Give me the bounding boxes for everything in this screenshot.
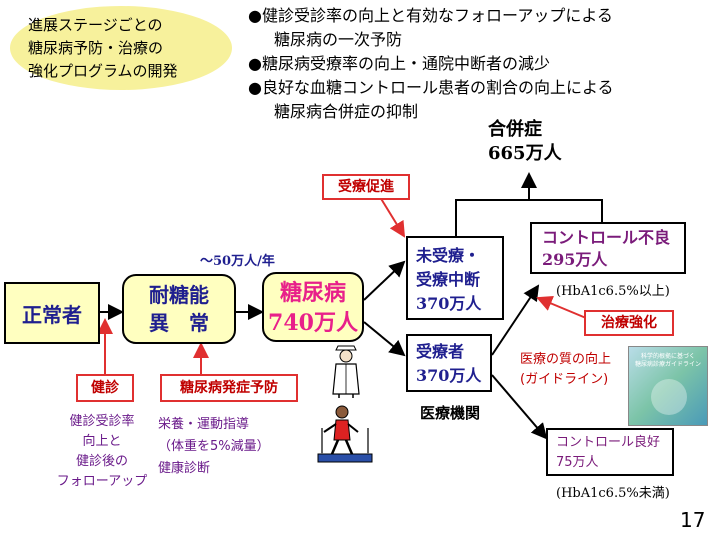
untreated-line: 受療中断 <box>416 270 481 289</box>
bullet-line: 糖尿病の一次予防 <box>274 30 403 49</box>
label-promote: 受療促進 <box>322 174 410 200</box>
book-cover-emblem <box>651 379 687 415</box>
stage-normal: 正常者 <box>4 282 100 344</box>
checkup-desc-line: 向上と <box>82 434 122 449</box>
book-title-line: 糖尿病診療ガイドライン <box>634 361 701 368</box>
title-ellipse <box>10 6 232 90</box>
good-control-note: (HbA1c6.5%未満) <box>556 486 670 501</box>
label-strengthen: 治療強化 <box>584 310 674 336</box>
bullet-line: ●良好な血糖コントロール患者の割合の向上による <box>248 78 614 97</box>
complication-label: 合併症 665万人 <box>488 118 562 166</box>
good-control-box: コントロール良好 75万人 <box>546 428 674 476</box>
stage-igt: 耐糖能 異 常 <box>122 274 236 344</box>
poor-control-count: 295万人 <box>542 250 608 269</box>
untreated-count: 370万人 <box>416 294 482 313</box>
good-control-count: 75万人 <box>556 455 599 470</box>
onset-rate: ～50万人/年 <box>200 254 275 269</box>
red-arrow-promote <box>379 196 406 238</box>
checkup-desc: 健診受診率 向上と 健診後の フォローアップ <box>44 412 160 492</box>
prevention-desc: 栄養・運動指導 （体重を5%減量） 健康診断 <box>158 414 270 480</box>
title-line: 強化プログラムの開発 <box>28 62 178 80</box>
title-text: 進展ステージごとの 糖尿病予防・治療の 強化プログラムの開発 <box>28 14 228 83</box>
bullet-line: ●健診受診率の向上と有効なフォローアップによる <box>248 6 613 25</box>
stage-normal-label: 正常者 <box>22 302 82 327</box>
stage-igt-line: 異 常 <box>149 311 209 335</box>
stage-igt-line: 耐糖能 <box>149 283 209 307</box>
stage-diabetes-count: 740万人 <box>268 310 358 336</box>
complication-count: 665万人 <box>488 143 562 164</box>
prevention-desc-line: 健康診断 <box>158 461 211 476</box>
complication-name: 合併症 <box>488 119 542 140</box>
quality-line: (ガイドライン) <box>520 372 609 387</box>
checkup-desc-line: 健診後の <box>75 454 128 469</box>
bullet-line: 糖尿病合併症の抑制 <box>274 102 419 121</box>
label-checkup: 健診 <box>76 374 134 402</box>
checkup-desc-line: フォローアップ <box>56 474 148 489</box>
book-title-line: 科学的根拠に基づく <box>640 353 695 360</box>
untreated-line: 未受療・ <box>416 246 481 265</box>
bullet-line: ●糖尿病受療率の向上・通院中断者の減少 <box>248 54 550 73</box>
page-number: 17 <box>680 508 706 532</box>
quality-line: 医療の質の向上 <box>520 352 612 367</box>
untreated-box: 未受療・ 受療中断 370万人 <box>406 236 504 320</box>
guideline-book-image: 科学的根拠に基づく 糖尿病診療ガイドライン <box>628 346 708 426</box>
title-line: 進展ステージごとの <box>28 16 163 34</box>
poor-control-label: コントロール不良 <box>542 228 671 247</box>
treated-box: 受療者 370万人 <box>406 334 492 392</box>
prevention-desc-line: 栄養・運動指導 <box>158 417 250 432</box>
stage-diabetes: 糖尿病 740万人 <box>262 272 364 342</box>
poor-control-note: (HbA1c6.5%以上) <box>556 284 670 299</box>
treated-count: 370万人 <box>416 366 482 385</box>
poor-control-box: コントロール不良 295万人 <box>530 222 686 274</box>
checkup-desc-line: 健診受診率 <box>69 414 135 429</box>
treated-label: 受療者 <box>416 342 465 361</box>
nurse-illustration <box>332 345 360 398</box>
arrow-treated-to-poor <box>491 284 540 356</box>
arrow-diabetes-to-untreated <box>363 260 406 301</box>
objective-bullets: ●健診受診率の向上と有効なフォローアップによる 糖尿病の一次予防 ●糖尿病受療率… <box>248 4 613 124</box>
good-control-label: コントロール良好 <box>556 435 661 450</box>
arrow-diabetes-to-treated <box>363 321 406 357</box>
quality-text: 医療の質の向上 (ガイドライン) <box>520 350 611 390</box>
arrow-treated-to-good <box>491 374 548 440</box>
title-line: 糖尿病予防・治療の <box>28 39 164 57</box>
red-arrow-strengthen <box>536 296 587 319</box>
prevention-desc-line: （体重を5%減量） <box>158 439 270 454</box>
medical-institution: 医療機関 <box>420 404 481 422</box>
stage-diabetes-label: 糖尿病 <box>279 280 346 306</box>
label-prevention: 糖尿病発症予防 <box>160 374 298 402</box>
treadmill-illustration <box>317 405 373 463</box>
